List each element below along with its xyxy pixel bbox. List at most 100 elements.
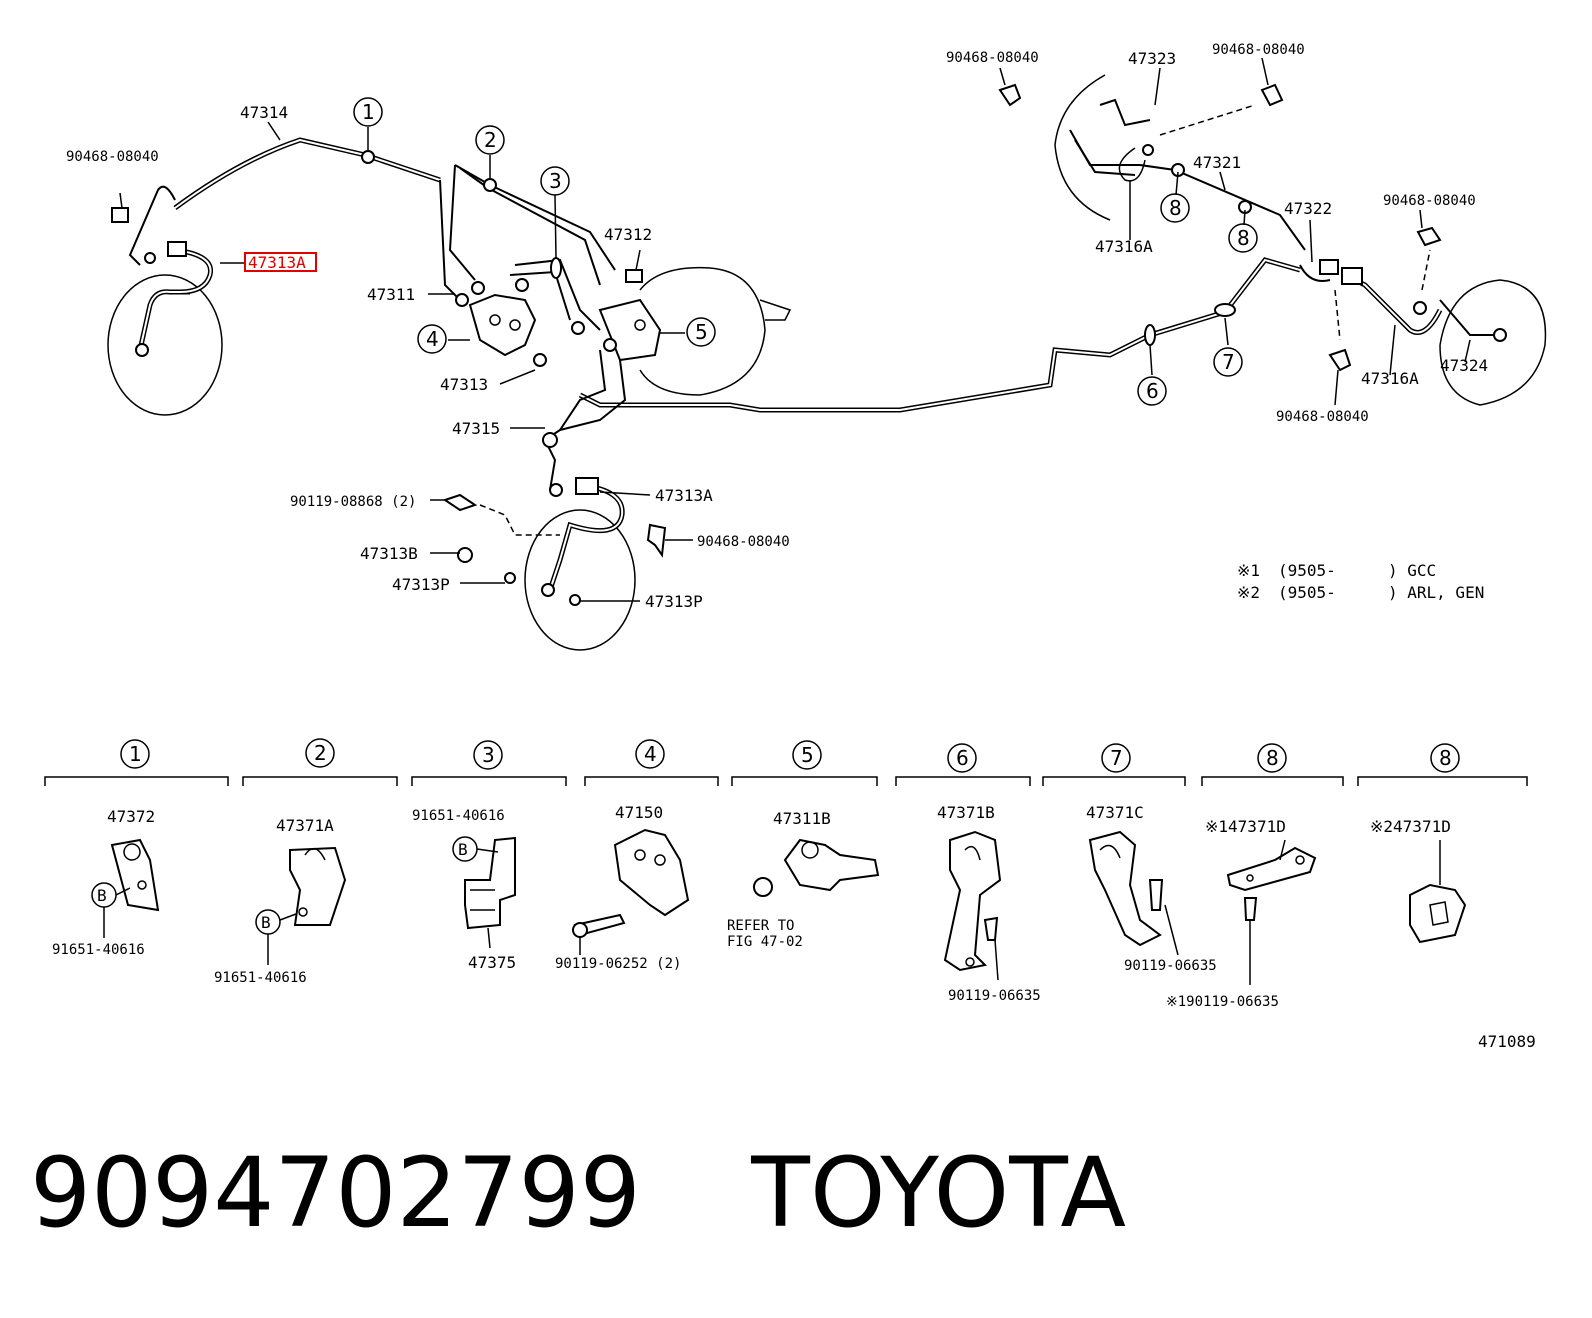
circled-number-7: 7 bbox=[1213, 347, 1243, 377]
front-left-brake-assembly bbox=[107, 185, 223, 416]
callout-90468-08040-top-right: 90468-08040 bbox=[1212, 42, 1305, 58]
rear-left-brake-assembly bbox=[998, 74, 1306, 251]
note-2-date: (9505- bbox=[1278, 583, 1336, 602]
detail-1-sub: 91651-40616 bbox=[52, 942, 145, 958]
circled-number-8-a: 8 bbox=[1160, 193, 1190, 223]
callout-47315: 47315 bbox=[452, 419, 500, 438]
figure-id: 471089 bbox=[1478, 1032, 1536, 1051]
callout-90119-08868: 90119-08868 (2) bbox=[290, 494, 416, 510]
detail-5-number: 5 bbox=[801, 743, 814, 767]
svg-text:5: 5 bbox=[695, 320, 708, 344]
callout-90468-08040-mid: 90468-08040 bbox=[697, 534, 790, 550]
detail-6-part: 47371B bbox=[937, 803, 995, 822]
callout-47312: 47312 bbox=[604, 225, 652, 244]
detail-8a-number: 8 bbox=[1266, 746, 1279, 770]
callout-47313A: 47313A bbox=[655, 486, 713, 505]
callout-47311: 47311 bbox=[367, 285, 415, 304]
detail-brackets bbox=[44, 776, 1528, 786]
detail-4: 4 47150 90119-06252 (2) bbox=[555, 739, 690, 972]
svg-text:3: 3 bbox=[549, 169, 562, 193]
svg-text:4: 4 bbox=[426, 327, 439, 351]
rear-right-brake-assembly bbox=[1299, 226, 1547, 406]
detail-1-part: 47372 bbox=[107, 807, 155, 826]
callout-90468-08040-top: 90468-08040 bbox=[946, 50, 1039, 66]
applicability-notes: ※1 (9505- ) GCC ※2 (9505- ) ARL, GEN bbox=[1237, 561, 1484, 602]
detail-8-b: 8 ※247371D bbox=[1370, 743, 1467, 944]
note-2-code: ) ARL, GEN bbox=[1388, 583, 1484, 602]
brake-booster bbox=[571, 266, 792, 396]
detail-8-a: 8 ※147371D ※190119-06635 bbox=[1166, 743, 1317, 1010]
detail-2: 2 47371A B 91651-40616 bbox=[214, 738, 347, 986]
pipe-47314 bbox=[173, 137, 441, 211]
callout-47313A-highlighted[interactable]: 47313A bbox=[248, 253, 306, 272]
svg-text:8: 8 bbox=[1237, 226, 1250, 250]
detail-5-part: 47311B bbox=[773, 809, 831, 828]
footer-caption: 9094702799 TOYOTA bbox=[30, 1138, 1230, 1248]
part-number: 9094702799 bbox=[30, 1137, 641, 1249]
callout-90468-08040: 90468-08040 bbox=[66, 149, 159, 165]
svg-text:B: B bbox=[458, 840, 468, 859]
callout-47314: 47314 bbox=[240, 103, 288, 122]
callout-47316A-right: 47316A bbox=[1361, 369, 1419, 388]
svg-text:2: 2 bbox=[484, 128, 497, 152]
detail-3-number: 3 bbox=[482, 743, 495, 767]
circled-number-1: 1 bbox=[353, 97, 383, 127]
callout-47313P: 47313P bbox=[392, 575, 450, 594]
svg-text:7: 7 bbox=[1222, 350, 1235, 374]
callout-47316A: 47316A bbox=[1095, 237, 1153, 256]
detail-3-part: 91651-40616 bbox=[412, 808, 505, 824]
detail-2-number: 2 bbox=[314, 741, 327, 765]
callout-47324: 47324 bbox=[1440, 356, 1488, 375]
svg-text:8: 8 bbox=[1169, 196, 1182, 220]
circled-number-4: 4 bbox=[417, 324, 447, 354]
callout-47322: 47322 bbox=[1284, 199, 1332, 218]
detail-8a-part: ※147371D bbox=[1205, 817, 1286, 836]
detail-6-sub: 90119-06635 bbox=[948, 988, 1041, 1004]
detail-4-number: 4 bbox=[644, 742, 657, 766]
highlight-box bbox=[244, 252, 317, 272]
svg-text:6: 6 bbox=[1146, 379, 1159, 403]
note-1-date: (9505- bbox=[1278, 561, 1336, 580]
detail-4-sub: 90119-06252 (2) bbox=[555, 956, 681, 972]
callout-47321: 47321 bbox=[1193, 153, 1241, 172]
detail-1-number: 1 bbox=[129, 742, 142, 766]
circled-number-3: 3 bbox=[540, 166, 570, 196]
svg-text:B: B bbox=[97, 886, 107, 905]
detail-2-part: 47371A bbox=[276, 816, 334, 835]
note-2-mark: ※2 bbox=[1237, 583, 1260, 602]
detail-7-part: 47371C bbox=[1086, 803, 1144, 822]
callout-47313B: 47313B bbox=[360, 544, 418, 563]
note-1-code: ) GCC bbox=[1388, 561, 1436, 580]
callout-90468-08040-right: 90468-08040 bbox=[1383, 193, 1476, 209]
circled-number-5: 5 bbox=[686, 317, 716, 347]
detail-7-number: 7 bbox=[1110, 746, 1123, 770]
detail-1: 1 47372 B 91651-40616 bbox=[52, 739, 160, 958]
brand-name: TOYOTA bbox=[751, 1137, 1127, 1249]
detail-8a-sub: ※190119-06635 bbox=[1166, 994, 1279, 1010]
circled-number-6: 6 bbox=[1137, 376, 1167, 406]
detail-8b-part: ※247371D bbox=[1370, 817, 1451, 836]
detail-2-sub: 91651-40616 bbox=[214, 970, 307, 986]
detail-8b-number: 8 bbox=[1439, 746, 1452, 770]
circled-number-2: 2 bbox=[475, 125, 505, 155]
detail-7-sub: 90119-06635 bbox=[1124, 958, 1217, 974]
front-right-brake-assembly bbox=[442, 477, 667, 651]
callout-47313: 47313 bbox=[440, 375, 488, 394]
note-1-mark: ※1 bbox=[1237, 561, 1260, 580]
detail-6-number: 6 bbox=[956, 746, 969, 770]
callout-90468-08040-bottom: 90468-08040 bbox=[1276, 409, 1369, 425]
detail-5-refer-line2: FIG 47-02 bbox=[727, 934, 803, 950]
detail-3-sub: 47375 bbox=[468, 953, 516, 972]
detail-3: 3 91651-40616 B 47375 bbox=[412, 740, 516, 972]
detail-6: 6 47371B 90119-06635 bbox=[937, 743, 1041, 1004]
svg-text:1: 1 bbox=[362, 100, 375, 124]
detail-7: 7 47371C 90119-06635 bbox=[1086, 743, 1217, 974]
detail-5-refer-line1: REFER TO bbox=[727, 918, 794, 934]
proportioning-valve bbox=[468, 293, 537, 357]
svg-text:B: B bbox=[261, 913, 271, 932]
callout-47323: 47323 bbox=[1128, 49, 1176, 68]
callout-47313P-right: 47313P bbox=[645, 592, 703, 611]
detail-4-part: 47150 bbox=[615, 803, 663, 822]
detail-5: 5 47311B REFER TO FIG 47-02 bbox=[727, 740, 880, 950]
